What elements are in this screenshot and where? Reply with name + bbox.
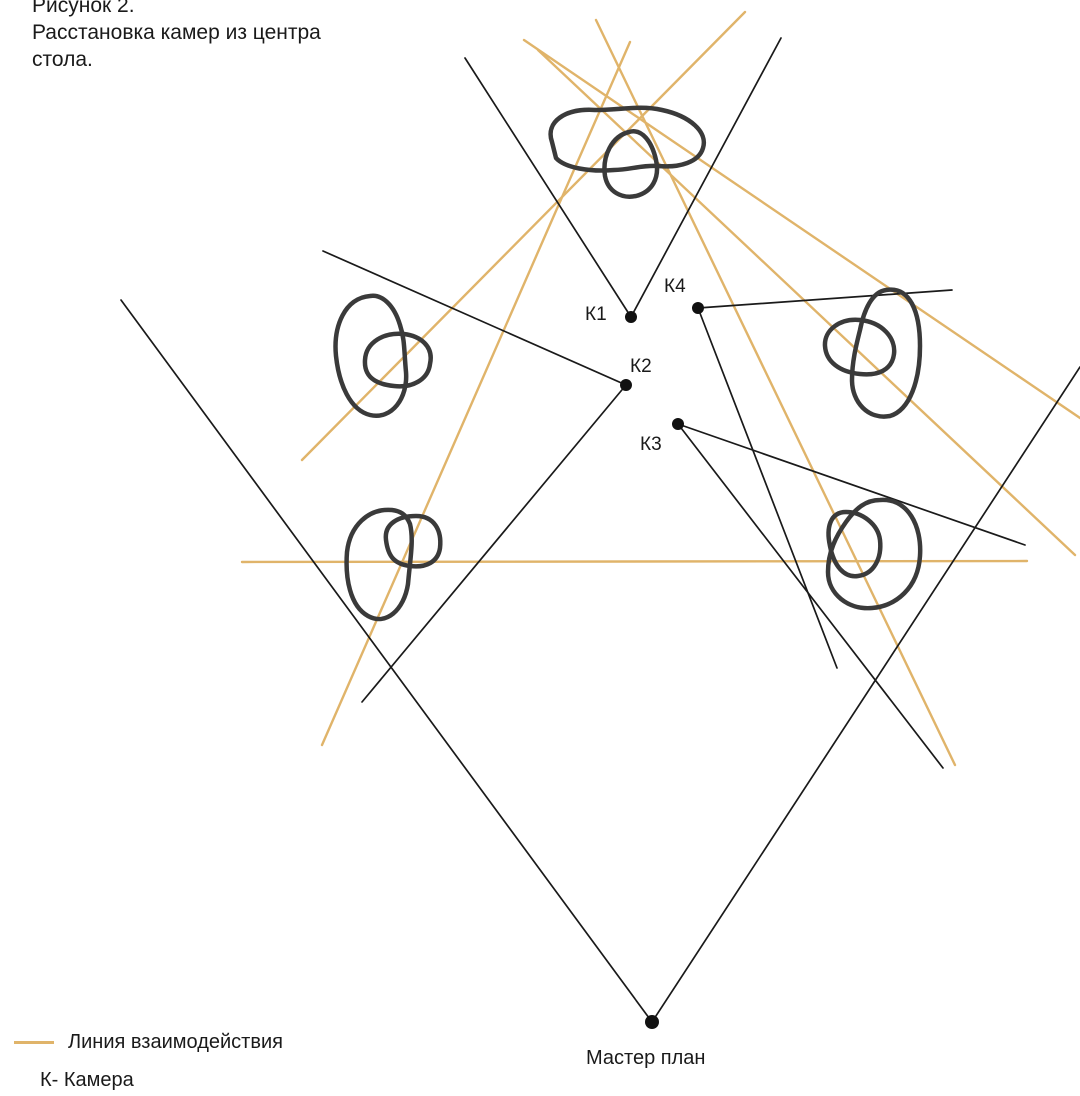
camera-k3-label: К3 — [640, 434, 662, 455]
camera-points — [620, 302, 704, 1029]
actor-right-lower-body — [825, 497, 923, 611]
actor-left-lower-head — [383, 513, 443, 569]
actor-right-upper-body — [849, 287, 923, 419]
camera-k3-view-bottom — [677, 423, 944, 769]
figure-title-line-2: стола. — [32, 48, 93, 71]
master-plan-label: Мастер план — [586, 1047, 706, 1069]
actor-right-lower-head — [826, 509, 883, 579]
master-view-right — [651, 366, 1080, 1023]
camera-k1-point — [625, 311, 637, 323]
camera-k2-view-bottom — [361, 384, 627, 703]
interaction-line — [300, 10, 747, 462]
camera-k3-point — [672, 418, 684, 430]
interaction-line — [320, 40, 632, 747]
camera-k1-view-left — [464, 57, 632, 318]
interaction-lines — [240, 10, 1080, 767]
interaction-line — [594, 18, 957, 767]
camera-k2-label: К2 — [630, 356, 652, 377]
interaction-line — [536, 48, 1077, 557]
legend-camera: К- Камера — [40, 1068, 134, 1092]
legend-interaction-label: Линия взаимодействия — [68, 1031, 283, 1053]
master-view-left — [120, 299, 653, 1023]
interaction-line — [240, 559, 1029, 564]
camera-k4-label: К4 — [664, 276, 686, 297]
camera-lines — [120, 37, 1080, 1023]
camera-k3-view-top — [677, 423, 1026, 546]
actor-top-body — [548, 105, 707, 173]
figure-caption: Рисунок 2. Расстановка камер из центра с… — [32, 0, 412, 73]
camera-k1-label: К1 — [585, 304, 607, 325]
actor-left-upper-head — [362, 331, 433, 389]
camera-k2-view-top — [322, 250, 627, 386]
camera-k4-point — [692, 302, 704, 314]
camera-k2-point — [620, 379, 632, 391]
legend-interaction-swatch — [14, 1040, 54, 1044]
actor-left-upper-body — [333, 293, 409, 418]
camera-k1-view-right — [630, 37, 782, 318]
actor-left-lower-body — [344, 507, 414, 622]
actor-top-head — [602, 129, 660, 199]
camera-k4-view-top — [697, 289, 953, 309]
camera-k4-view-bottom — [697, 307, 838, 669]
actors — [333, 105, 923, 622]
actor-right-upper-head — [822, 317, 897, 377]
interaction-line — [522, 38, 1080, 420]
legend-camera-label: К- Камера — [40, 1069, 134, 1091]
legend-interaction-line: Линия взаимодействия — [14, 1030, 283, 1054]
figure-title-line-1: Расстановка камер из центра — [32, 21, 321, 44]
master-camera-point — [645, 1015, 659, 1029]
figure-number: Рисунок 2. — [32, 0, 135, 17]
